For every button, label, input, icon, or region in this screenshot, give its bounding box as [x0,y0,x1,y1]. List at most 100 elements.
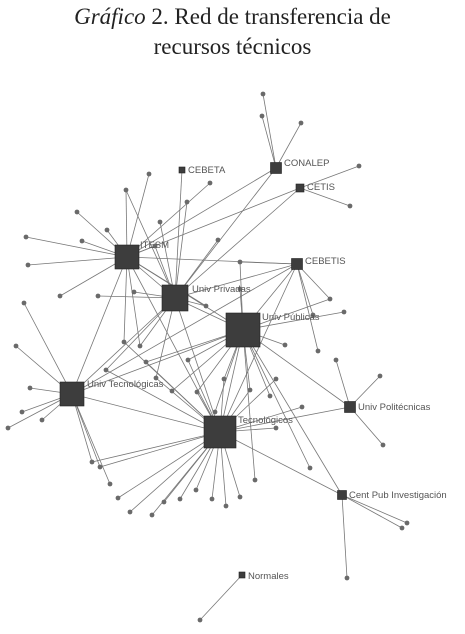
hub-edge [71,263,298,395]
leaf-node [104,227,110,233]
leaf-node [115,495,121,501]
leaf-edge [99,431,221,468]
leaf-node [260,91,266,97]
leaf-edge [242,329,311,469]
leaf-node [344,575,350,581]
hub-edge [242,329,351,408]
node-label: Normales [248,571,289,582]
hub-node [291,258,303,270]
leaf-edge [91,431,221,463]
leaf-node [185,357,191,363]
leaf-edge [239,261,298,265]
leaf-edge [25,236,128,258]
hub-edge [242,329,343,496]
hub-node [203,415,237,449]
leaf-node [380,442,386,448]
leaf-node [123,187,129,193]
leaf-edge [199,574,243,621]
leaf-node [193,487,199,493]
leaf-node [327,296,333,302]
leaf-node [221,376,227,382]
hub-edge [219,406,351,433]
leaf-node [13,343,19,349]
leaf-edge [155,297,176,379]
leaf-node [282,342,288,348]
leaf-node [237,286,243,292]
hub-edge [219,263,298,433]
leaf-edge [299,165,360,189]
leaf-edge [71,393,111,485]
leaf-node [74,209,80,215]
leaf-node [169,388,175,394]
leaf-node [212,409,218,415]
leaf-edge [126,256,141,347]
leaf-edge [123,256,128,343]
leaf-node [107,481,113,487]
leaf-node [310,312,316,318]
leaf-node [25,262,31,268]
hub-edge [126,256,221,433]
title-line1: Red de transferencia de [174,4,391,29]
leaf-node [333,357,339,363]
leaf-node [79,238,85,244]
hub-node [114,244,140,270]
figure-title: Gráfico 2. Red de transferencia de recur… [0,0,465,62]
leaf-node [152,243,158,249]
hub-node [270,162,282,174]
leaf-node [237,494,243,500]
leaf-edge [341,494,408,524]
leaf-node [203,303,209,309]
hub-node [225,312,261,348]
leaf-edge [117,431,221,499]
leaf-edge [125,189,176,299]
leaf-node [273,376,279,382]
leaf-edge [126,256,207,307]
hub-edge [174,297,221,433]
leaf-node [143,359,149,365]
leaf-node [194,389,200,395]
title-prefix: Gráfico [74,4,146,29]
leaf-node [95,293,101,299]
leaf-node [146,171,152,177]
leaf-node [252,477,258,483]
node-label: CEBETA [188,165,226,176]
leaf-edge [262,93,277,169]
node-label: Cent Pub Investigación [349,490,447,501]
leaf-node [356,163,362,169]
leaf-node [399,525,405,531]
leaf-node [5,425,11,431]
hub-edge [174,169,183,299]
leaf-node [149,512,155,518]
leaf-edge [335,359,351,408]
leaf-node [57,293,63,299]
leaf-edge [242,329,256,481]
leaves-layer [5,91,410,623]
hub-edge [126,167,277,258]
leaf-node [377,373,383,379]
leaf-node [273,425,279,431]
leaf-node [298,120,304,126]
node-label: CETIS [307,182,335,193]
leaf-node [307,465,313,471]
leaf-node [21,300,27,306]
leaf-node [177,496,183,502]
leaf-node [341,309,347,315]
leaf-node [237,259,243,265]
hub-node [59,381,85,407]
leaf-node [404,520,410,526]
leaf-node [103,367,109,373]
node-label: Tecnológicos [238,415,293,426]
leaf-node [137,343,143,349]
hub-node [238,571,246,579]
leaf-node [197,617,203,623]
leaf-node [131,289,137,295]
leaf-edge [341,494,348,579]
leaf-edge [105,369,221,433]
node-label: Univ Tecnológicas [87,379,164,390]
leaf-edge [261,115,277,169]
hub-edge [71,256,128,395]
node-label: Univ Privadas [192,284,251,295]
leaf-edge [275,122,302,169]
node-label: ITESM [140,240,169,251]
